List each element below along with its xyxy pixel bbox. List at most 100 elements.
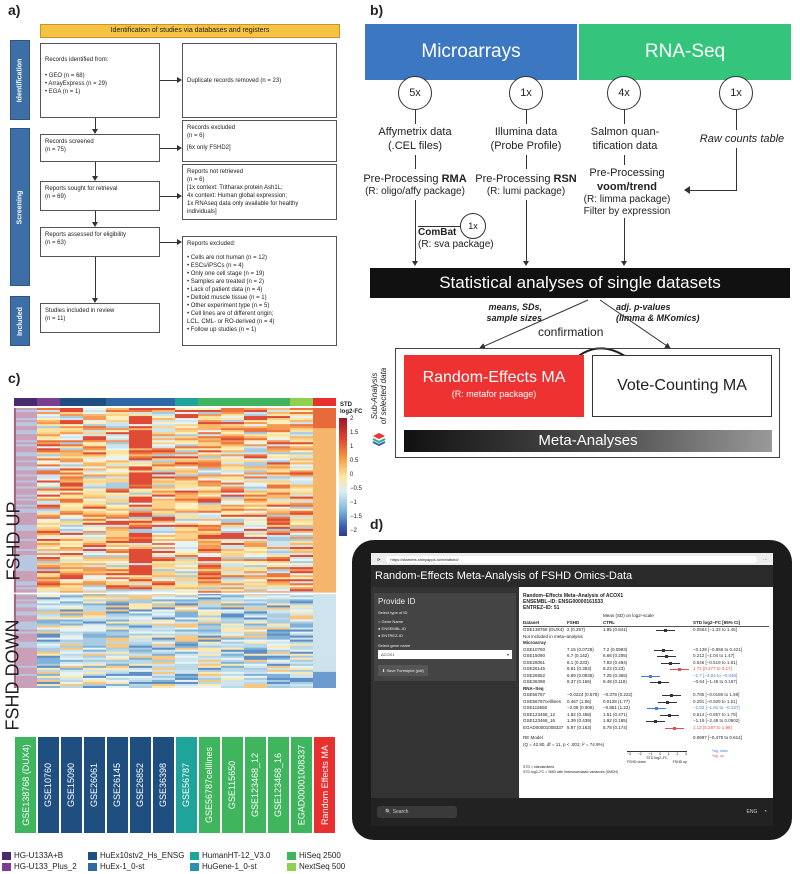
radio-ensembl[interactable]: ● ENSEMBL-ID [378,626,406,631]
dataset-label: GSE36398 [153,737,174,833]
forest-marker [668,661,672,665]
colorbar-tick: 0.5 [350,458,359,464]
dataset-label: GSE56787celllines [199,737,220,833]
forest-axis-tick: 2 [676,752,679,756]
colorbar-tick: 1 [350,444,354,450]
radio-gene-name[interactable]: ○ Gene Name [378,619,404,624]
dataset-label: GSE123468_16 [268,737,289,833]
sought-box: Reports sought for retrieval(n = 69) [40,181,160,211]
chevron-down-icon: ▾ [506,652,509,657]
combat-count: 1x [460,213,486,239]
colorbar-tick: 0 [350,472,354,478]
forest-axis-tick: 1 [667,752,670,756]
taskbar-search[interactable]: 🔍 Search [377,806,457,818]
panel-b-label: b) [370,2,384,18]
meta-analyses-bar: Meta-Analyses [404,430,772,452]
prisma-header: Identification of studies via databases … [40,24,340,38]
colorbar-tick: 2 [350,416,354,422]
count-illumina: 1x [509,76,543,110]
layers-icon [372,433,386,446]
browser-bar: ⟳ https://starnets.shinyapps.io/metafshd… [371,553,773,565]
forest-marker [666,700,670,704]
tablet-screen: ⟳ https://starnets.shinyapps.io/metafshd… [371,553,773,826]
forest-axis-tick: 3 [684,752,687,756]
count-salmon: 4x [607,76,641,110]
reload-icon[interactable]: ⟳ [377,556,381,562]
confirmation-label: confirmation [538,325,604,339]
duplicates-box: Duplicate records removed (n = 23) [182,43,337,118]
gene-select[interactable]: ACOX1▾ [378,650,512,659]
fshd-up-label: FSHD UP [3,501,24,581]
heatmap-colorbar [339,418,347,536]
forest-marker [670,694,673,697]
stage-identification: Identification [10,40,30,120]
count-affy: 5x [398,76,432,110]
forest-axis-tick: −3 [627,752,631,756]
dataset-label: GSE123468_12 [245,737,266,833]
forest-marker [668,713,672,717]
forest-plot: Random–Effects Meta–Analysis of ACOX1 EN… [519,587,773,798]
platform-legend-item: HiSeq 2500 [287,851,341,860]
colorbar-tick: −0.5 [350,486,362,492]
raw-counts: Raw counts table [699,133,785,145]
means-label: means, SDs,sample sizes [486,302,542,323]
forest-marker [655,707,658,710]
dataset-label: GSE56787 [176,737,197,833]
url-bar[interactable]: https://starnets.shinyapps.io/metafshd/ [386,555,757,563]
records-identified-box: Records identified from: • GEO (n = 68) … [40,43,160,118]
excluded-box: Records excluded(n = 6)[6x only FSHD2] [182,120,337,162]
platform-legend-item: HumanHT-12_V3.0 [190,851,270,860]
random-effects-box: Random-Effects MA (R: metafor package) [404,355,584,417]
workflow-arrows [479,299,671,356]
colorbar-tick: −1 [350,500,357,506]
panel-d-label: d) [370,516,384,532]
forest-marker [653,720,657,723]
fshd-down-label: FSHD DOWN [2,619,23,731]
dataset-label: GSE26061 [84,737,105,833]
meta-analysis-frame [395,348,780,458]
forest-marker [677,668,681,671]
platform-legend-item: HuEx10stv2_Hs_ENSG [88,851,184,860]
radio-entrez[interactable]: ● ENTREZ-ID [378,633,403,638]
sidebar: Provide ID Select type of ID ○ Gene Name… [371,587,519,798]
platform-legend-item: HG-U133_Plus_2 [2,862,77,871]
save-forestplot-button[interactable]: ⬇ Save Forestplot (pdf) [378,665,428,676]
dataset-label: GSE115650 [222,737,243,833]
salmon-data: Salmon quan-tification data [590,126,660,152]
wifi-icon[interactable]: ◔ [763,809,767,815]
platform-legend-item: HuEx-1_0-st [88,862,144,871]
forest-row: RNA–Seq [523,685,544,691]
rnaseq-header: RNA-Seq [579,24,791,80]
language-indicator[interactable]: ENG [746,809,758,815]
colorbar-tick: −1.5 [350,514,362,520]
microarrays-header: Microarrays [365,24,577,80]
platform-legend-item: HuGene-1_0-st [190,862,257,871]
platform-legend-item: NextSeq 500 [287,862,345,871]
forest-axis-tick: 0 [659,752,662,756]
illumina-data: Illumina data(Probe Profile) [490,126,562,152]
menu-icon[interactable]: ⋯ [763,556,767,562]
forest-axis-tick: −1 [648,752,653,756]
dataset-label: GSE10760 [38,737,59,833]
heatmap [14,398,336,688]
stage-screening: Screening [10,128,30,286]
screened-box: Records screened(n = 75) [40,134,160,162]
count-raw: 1x [719,76,753,110]
provide-id-panel: Provide ID Select type of ID ○ Gene Name… [374,593,516,681]
colorbar-tick: 1.5 [350,430,359,436]
combat-label: ComBat(R: sva package) [418,227,494,250]
forest-row: GSE115650−2.08 (0.906)−0.861 (1.22)−1.02… [523,705,740,710]
dataset-label: GSE26145 [107,737,128,833]
included-box: Studies included in review(n = 11) [40,303,160,333]
